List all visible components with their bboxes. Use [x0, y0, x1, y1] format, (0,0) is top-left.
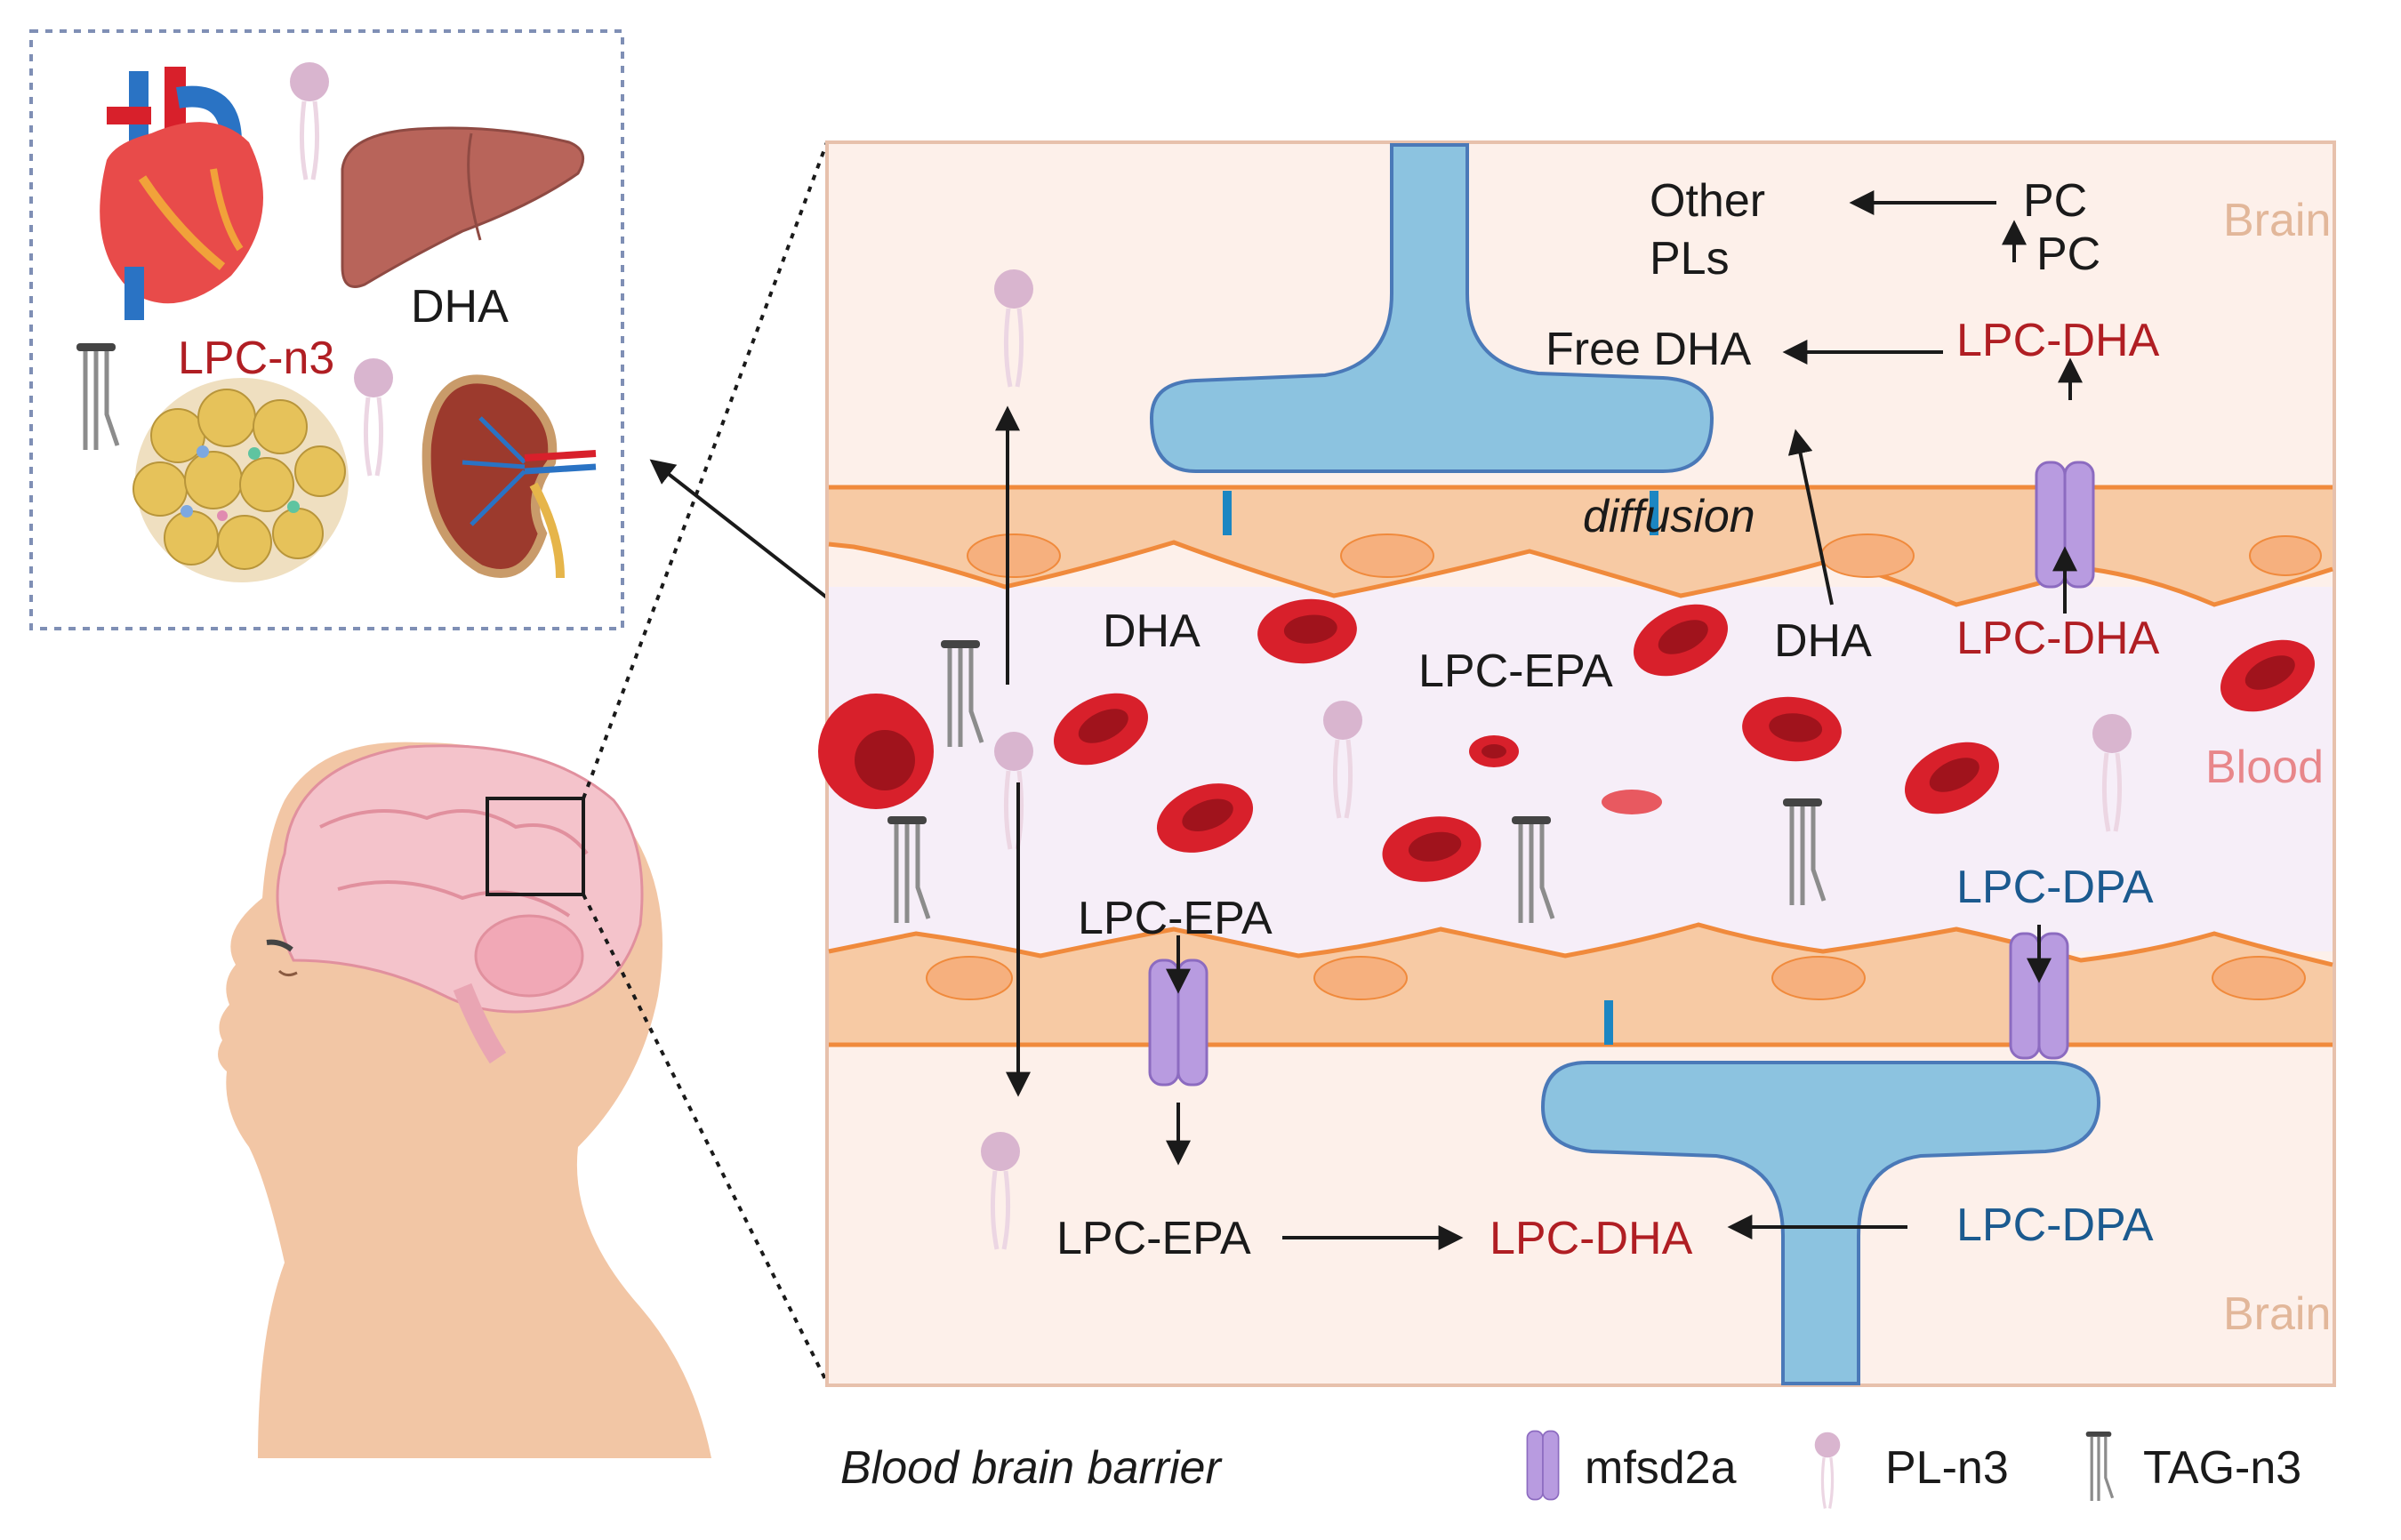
caption: Blood brain barrier [840, 1442, 1223, 1494]
label-lpc-dpa-blood: LPC-DPA [1956, 862, 2154, 913]
liver-icon [341, 126, 585, 288]
arrow-to-organs [649, 459, 838, 606]
label-lpc-dha-top: LPC-DHA [1956, 315, 2160, 366]
label-dha-blood-right: DHA [1774, 615, 1872, 667]
head-silhouette [218, 742, 711, 1458]
label-pc-top: PC [2023, 175, 2087, 227]
legend-tag-n3-icon [2084, 1430, 2115, 1503]
zoom-line-top [582, 141, 829, 799]
zone-brain-top: Brain [2223, 195, 2331, 246]
legend-tag-n3-label: TAG-n3 [2143, 1442, 2301, 1494]
label-lpc-epa-blood: LPC-EPA [1418, 646, 1613, 697]
astrocyte-endfoot-top [1149, 143, 1714, 473]
heart-icon [100, 67, 263, 320]
legend-pl-n3-icon [1813, 1431, 1842, 1511]
organs-box: DHA LPC-n3 [29, 29, 624, 630]
label-other-pls-line2: PLs [1650, 233, 1730, 285]
label-pc-second: PC [2036, 229, 2100, 280]
label-other-pls-line1: Other [1650, 175, 1765, 227]
label-lpc-dha-bottom: LPC-DHA [1490, 1213, 1693, 1264]
adipose-tissue-icon [132, 378, 349, 582]
label-diffusion: diffusion [1583, 491, 1755, 542]
zone-blood: Blood [2205, 742, 2324, 793]
red-blood-cells [818, 590, 2326, 890]
pathway-arrows [995, 190, 2083, 1250]
astrocyte-endfoot-bottom [1540, 1061, 2101, 1385]
organs-lpc-n3-label: LPC-n3 [178, 333, 334, 384]
legend-mfsd2a-label: mfsd2a [1585, 1442, 1737, 1494]
zone-brain-bottom: Brain [2223, 1288, 2331, 1340]
label-lpc-epa-lower: LPC-EPA [1078, 893, 1273, 944]
legend-mfsd2a-icon [1526, 1430, 1560, 1501]
label-lpc-dha-blood: LPC-DHA [1956, 613, 2160, 664]
legend: mfsd2a PL-n3 TAG-n3 [1526, 1430, 2301, 1511]
label-dha-blood-left: DHA [1103, 606, 1200, 657]
zoom-line-bottom [582, 894, 829, 1384]
label-lpc-epa-bottom: LPC-EPA [1056, 1213, 1251, 1264]
label-lpc-dpa-bottom: LPC-DPA [1956, 1199, 2154, 1251]
bbb-panel: Brain Blood Brain Other PLs PC PC Free D… [818, 140, 2336, 1387]
label-free-dha: Free DHA [1546, 324, 1751, 375]
legend-pl-n3-label: PL-n3 [1885, 1442, 2009, 1494]
organs-dha-label: DHA [411, 281, 509, 333]
kidney-icon [422, 374, 597, 579]
